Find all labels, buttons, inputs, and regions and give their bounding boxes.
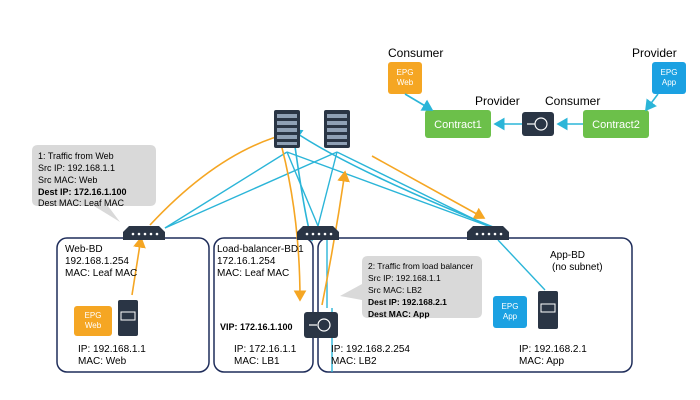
contract2-label: Contract2 <box>592 119 640 131</box>
epg-app-label-1: EPG <box>502 302 519 311</box>
contract1-label: Contract1 <box>434 119 482 131</box>
callout-lb-line-4: Dest IP: 192.168.2.1 <box>368 297 447 307</box>
epg-app-contract-box <box>652 62 686 94</box>
lb1-ip: IP: 172.16.1.1 <box>234 344 297 355</box>
consumer-top-label: Consumer <box>388 46 443 60</box>
callout-web-line-4: Dest IP: 172.16.1.100 <box>38 187 127 197</box>
epg-app-box <box>493 296 527 328</box>
callout-lb-line-5: Dest MAC: App <box>368 309 430 319</box>
spine-server-2-icon <box>324 110 350 148</box>
contract-lb-icon <box>522 112 554 136</box>
app-server-icon <box>538 291 558 329</box>
web-bd-mac: MAC: Leaf MAC <box>65 268 137 279</box>
web-server-icon <box>118 300 138 336</box>
app-bd-title: App-BD <box>550 250 585 261</box>
callout-web-traffic: 1: Traffic from Web Src IP: 192.168.1.1 … <box>32 145 156 222</box>
lb2-mac: MAC: LB2 <box>331 356 377 367</box>
epg-app-contract-label-2: App <box>662 78 677 87</box>
lb-bd1-title: Load-balancer-BD1 <box>217 244 304 255</box>
epg-web-contract-label-1: EPG <box>397 68 414 77</box>
epg-web-box <box>74 306 112 336</box>
web-bd-title: Web-BD <box>65 244 103 255</box>
web-bd-subnet: 192.168.1.254 <box>65 256 129 267</box>
callout-web-line-2: Src IP: 192.168.1.1 <box>38 163 115 173</box>
web-host-ip: IP: 192.168.1.1 <box>78 344 146 355</box>
callout-web-line-1: 1: Traffic from Web <box>38 151 114 161</box>
epg-web-contract-box <box>388 62 422 94</box>
leaf-switch-app-icon <box>467 226 509 240</box>
callout-lb-line-2: Src IP: 192.168.1.1 <box>368 273 441 283</box>
lb-bd1-box <box>213 237 314 373</box>
contract-arrows <box>404 93 659 131</box>
epg-web-label-2: Web <box>85 321 102 330</box>
epg-app-contract-label-1: EPG <box>661 68 678 77</box>
app-host-ip: IP: 192.168.2.1 <box>519 344 587 355</box>
leaf-switch-lb-icon <box>297 226 339 240</box>
load-balancer-icon <box>304 312 338 338</box>
epg-web-contract-label-2: Web <box>397 78 414 87</box>
contract2-box <box>583 110 649 138</box>
lb1-mac: MAC: LB1 <box>234 356 280 367</box>
callout-lb-line-3: Src MAC: LB2 <box>368 285 422 295</box>
lb-vip: VIP: 172.16.1.100 <box>220 322 293 332</box>
leaf-switch-web-icon <box>123 226 165 240</box>
fabric-links <box>164 151 546 372</box>
epg-web-label-1: EPG <box>85 311 102 320</box>
provider-mid-label: Provider <box>475 94 520 108</box>
app-host-mac: MAC: App <box>519 356 564 367</box>
contract1-box <box>425 110 491 138</box>
web-host-mac: MAC: Web <box>78 356 127 367</box>
app-bd-subtitle: (no subnet) <box>552 262 603 273</box>
consumer-mid-label: Consumer <box>545 94 600 108</box>
epg-app-label-2: App <box>503 312 518 321</box>
lb2-ip: IP: 192.168.2.254 <box>331 344 410 355</box>
callout-lb-line-1: 2: Traffic from load balancer <box>368 261 473 271</box>
lb-bd1-mac: MAC: Leaf MAC <box>217 268 289 279</box>
callout-web-line-5: Dest MAC: Leaf MAC <box>38 198 125 208</box>
spine-server-1-icon <box>274 110 300 148</box>
provider-top-label: Provider <box>632 46 677 60</box>
callout-lb-traffic: 2: Traffic from load balancer Src IP: 19… <box>340 256 482 319</box>
lb-bd1-subnet: 172.16.1.254 <box>217 256 276 267</box>
callout-web-line-3: Src MAC: Web <box>38 175 97 185</box>
